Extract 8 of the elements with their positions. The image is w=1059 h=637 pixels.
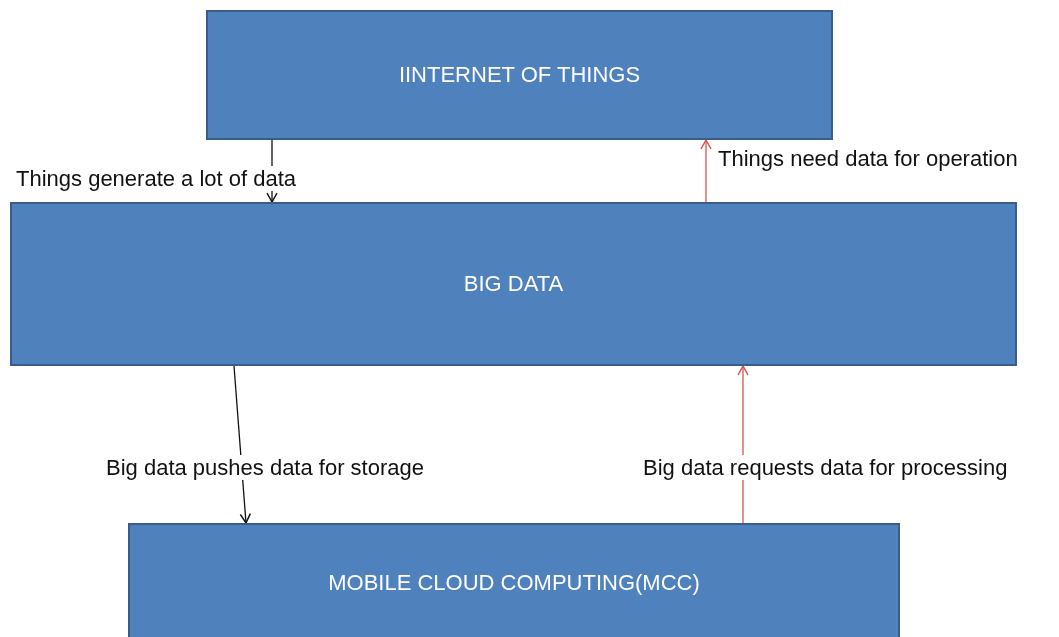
box-label: IINTERNET OF THINGS — [397, 62, 642, 88]
process-box — [128, 523, 900, 637]
box-label: MOBILE CLOUD COMPUTING(MCC) — [327, 570, 701, 596]
process-box — [10, 202, 1017, 366]
edge-label: Things generate a lot of data — [14, 166, 299, 191]
process-box — [206, 10, 833, 140]
arrow — [700, 139, 712, 203]
box-label: BIG DATA — [462, 271, 565, 297]
